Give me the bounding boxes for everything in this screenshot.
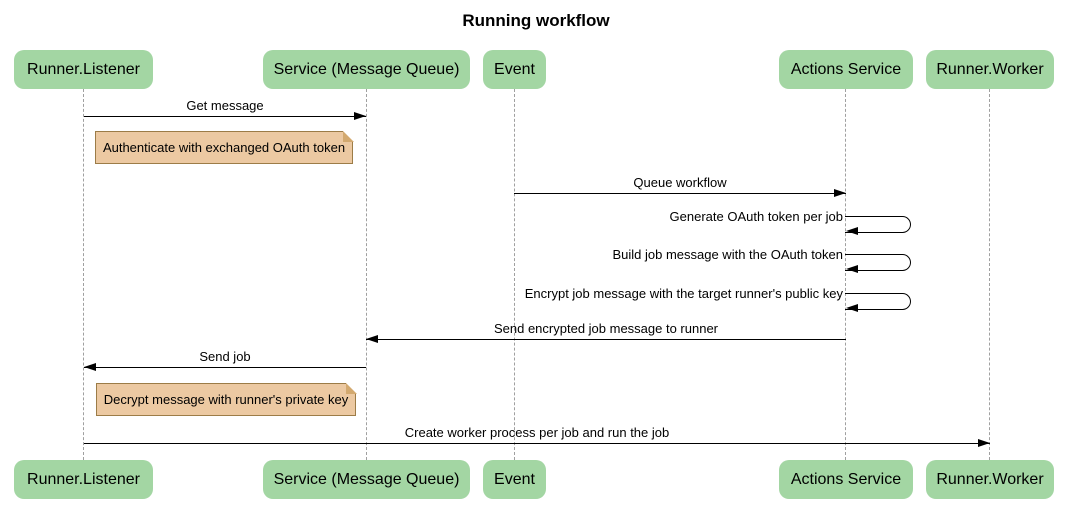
participant-top-runner-listener: Runner.Listener [14, 50, 153, 89]
arrowhead-right-icon [354, 112, 366, 120]
participant-bottom-service-message-queue: Service (Message Queue) [263, 460, 470, 499]
arrowhead-left-icon [846, 227, 858, 235]
note-authenticate: Authenticate with exchanged OAuth token [95, 130, 354, 164]
participant-label: Runner.Listener [27, 60, 140, 78]
message-label-create-worker: Create worker process per job and run th… [404, 425, 670, 440]
message-label-encrypt-job-message: Encrypt job message with the target runn… [524, 286, 843, 301]
arrowhead-left-icon [366, 335, 378, 343]
participant-bottom-event: Event [483, 460, 546, 499]
participant-label: Actions Service [790, 470, 902, 488]
message-label-get-message: Get message [186, 98, 264, 113]
arrowhead-left-icon [846, 265, 858, 273]
lifeline-service-message-queue [366, 89, 367, 460]
participant-label: Runner.Worker [936, 60, 1044, 78]
participant-label: Runner.Worker [936, 470, 1044, 488]
participant-top-event: Event [483, 50, 546, 89]
arrowhead-left-icon [84, 363, 96, 371]
participant-label: Actions Service [790, 60, 902, 78]
message-line [514, 193, 846, 194]
participant-label: Event [494, 60, 535, 78]
participant-bottom-actions-service: Actions Service [779, 460, 913, 499]
self-message-loop [845, 293, 911, 310]
participant-label: Service (Message Queue) [273, 60, 460, 78]
arrowhead-right-icon [834, 189, 846, 197]
participant-bottom-runner-worker: Runner.Worker [926, 460, 1054, 499]
lifeline-event [514, 89, 515, 460]
message-label-send-job: Send job [199, 349, 251, 364]
note-text: Authenticate with exchanged OAuth token [102, 140, 346, 155]
arrowhead-left-icon [846, 304, 858, 312]
lifeline-runner-listener [83, 89, 84, 460]
participant-top-actions-service: Actions Service [779, 50, 913, 89]
note-decrypt: Decrypt message with runner's private ke… [96, 382, 357, 416]
message-line [84, 367, 366, 368]
arrowhead-right-icon [978, 439, 990, 447]
participant-top-service-message-queue: Service (Message Queue) [263, 50, 470, 89]
self-message-loop [845, 254, 911, 271]
message-label-generate-oauth-token: Generate OAuth token per job [669, 209, 843, 224]
self-message-loop [845, 216, 911, 233]
lifeline-runner-worker [989, 89, 990, 460]
lifeline-actions-service [845, 89, 846, 460]
participant-label: Service (Message Queue) [273, 470, 460, 488]
participant-label: Event [494, 470, 535, 488]
message-label-send-encrypted: Send encrypted job message to runner [493, 321, 719, 336]
participant-label: Runner.Listener [27, 470, 140, 488]
message-line [366, 339, 846, 340]
note-text: Decrypt message with runner's private ke… [103, 392, 349, 407]
message-line [84, 116, 366, 117]
message-line [84, 443, 990, 444]
participant-top-runner-worker: Runner.Worker [926, 50, 1054, 89]
message-label-build-job-message: Build job message with the OAuth token [612, 247, 843, 262]
participant-bottom-runner-listener: Runner.Listener [14, 460, 153, 499]
diagram-title: Running workflow [462, 11, 610, 30]
message-label-queue-workflow: Queue workflow [633, 175, 727, 190]
